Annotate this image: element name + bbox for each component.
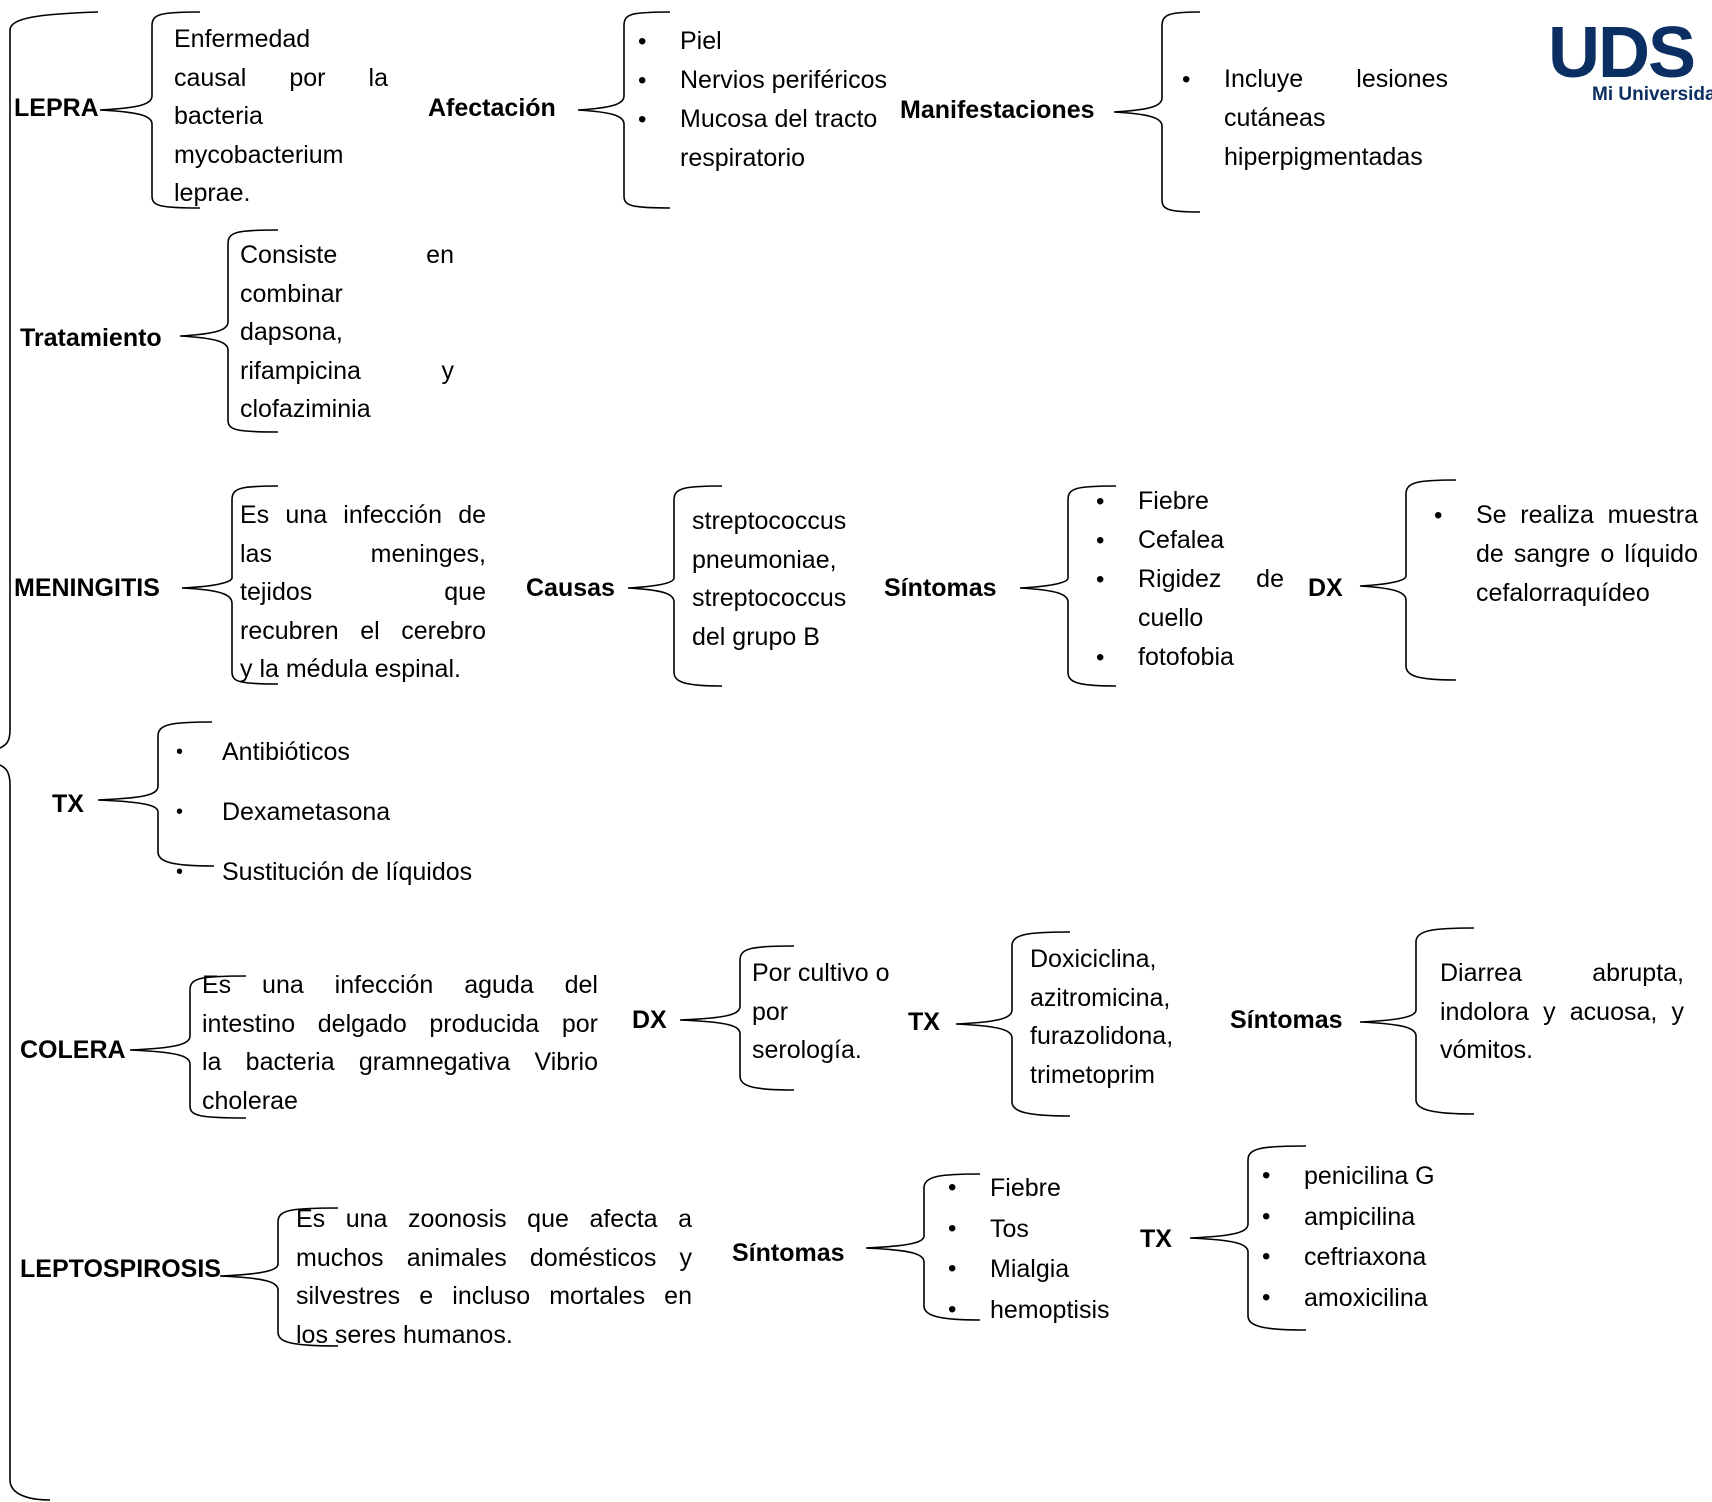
meningitis-definition: Es una infección de las meninges, tejido… xyxy=(240,496,486,689)
lepra-tratamiento-label: Tratamiento xyxy=(20,324,162,352)
meningitis-definition-line: y la médula espinal. xyxy=(240,655,461,683)
list-item: Fiebre xyxy=(1096,482,1284,521)
tratamiento-line: rifampicina y xyxy=(240,356,454,385)
colera-dx-text: Por cultivo o por serología. xyxy=(752,954,890,1070)
tratamiento-line: clofaziminia xyxy=(240,395,371,423)
list-item: Incluye lesiones cutáneas hiperpigmentad… xyxy=(1182,60,1448,177)
list-item: Mucosa del tracto respiratorio xyxy=(638,100,910,178)
tx-line: trimetoprim xyxy=(1030,1060,1156,1089)
meningitis-sintomas-label: Síntomas xyxy=(884,574,997,602)
main-bracket-bottom xyxy=(0,764,51,1501)
causas-line: streptococcus xyxy=(692,584,847,612)
lepra-definition-line: Enfermedad xyxy=(174,25,311,53)
lepra-tratamiento-text: Consiste en combinar dapsona, rifampicin… xyxy=(240,236,454,429)
list-item: Fiebre xyxy=(948,1168,1150,1209)
meningitis-definition-line: Es una infección de xyxy=(240,501,486,529)
leptospirosis-definition-line: muchos animales domésticos y xyxy=(296,1243,692,1272)
tratamiento-line: combinar xyxy=(240,279,343,308)
lepra-definition-line: mycobacterium xyxy=(174,140,344,169)
leptospirosis-tx-label: TX xyxy=(1140,1225,1172,1253)
list-item: amoxicilina xyxy=(1262,1278,1504,1319)
meningitis-definition-line: recubren el cerebro xyxy=(240,616,486,645)
lepra-afectacion-label: Afectación xyxy=(428,94,556,122)
leptospirosis-definition-line: Es una zoonosis que afecta a xyxy=(296,1205,692,1233)
dx-line: por xyxy=(752,997,789,1026)
meningitis-definition-line: tejidos que xyxy=(240,578,486,606)
list-item: Mialgia xyxy=(948,1249,1150,1290)
colera-definition-line: cholerae xyxy=(202,1086,298,1115)
sintomas-line: vómitos. xyxy=(1440,1036,1534,1064)
meningitis-tx-label: TX xyxy=(52,790,84,818)
logo-subtitle: Mi Universidad xyxy=(1592,84,1712,105)
meningitis-sintomas-list: Fiebre Cefalea Rigidez de cuello fotofob… xyxy=(1096,482,1284,677)
list-item: Cefalea xyxy=(1096,521,1284,560)
meningitis-definition-line: las meninges, xyxy=(240,539,486,568)
list-item: fotofobia xyxy=(1096,638,1284,677)
meningitis-dx-list: Se realiza muestra de sangre o líquido c… xyxy=(1434,496,1698,613)
colera-sintomas-label: Síntomas xyxy=(1230,1006,1343,1034)
dx-line: Por cultivo o xyxy=(752,959,890,987)
list-item: Nervios periféricos xyxy=(638,61,910,100)
list-item: hemoptisis xyxy=(948,1290,1150,1331)
tx-line: furazolidona, xyxy=(1030,1022,1174,1050)
causas-line: streptococcus xyxy=(692,507,847,535)
lepra-definition: Enfermedad causal por la bacteria mycoba… xyxy=(174,20,388,213)
list-item: Rigidez de cuello xyxy=(1096,560,1284,638)
colera-tx-label: TX xyxy=(908,1008,940,1036)
lepra-definition-line: bacteria xyxy=(174,102,263,130)
colera-sintomas-text: Diarrea abrupta, indolora y acuosa, y vó… xyxy=(1440,954,1684,1070)
causas-line: del grupo B xyxy=(692,622,820,651)
leptospirosis-tx-list: penicilina G ampicilina ceftriaxona amox… xyxy=(1262,1156,1504,1319)
list-item: Piel xyxy=(638,22,910,61)
list-item: Dexametasona xyxy=(176,782,522,842)
causas-line: pneumoniae, xyxy=(692,545,837,574)
list-item: ceftriaxona xyxy=(1262,1237,1504,1278)
uds-logo: UDS Mi Universidad xyxy=(1540,8,1712,118)
colera-tx-text: Doxiciclina, azitromicina, furazolidona,… xyxy=(1030,940,1173,1094)
colera-definition: Es una infección aguda del intestino del… xyxy=(202,966,598,1120)
lepra-manifestaciones-list: Incluye lesiones cutáneas hiperpigmentad… xyxy=(1182,60,1448,177)
list-item: penicilina G xyxy=(1262,1156,1504,1197)
leptospirosis-sintomas-list: Fiebre Tos Mialgia hemoptisis xyxy=(948,1168,1150,1331)
meningitis-causas-text: streptococcus pneumoniae, streptococcus … xyxy=(692,502,846,656)
leptospirosis-sintomas-label: Síntomas xyxy=(732,1239,845,1267)
lepra-manifestaciones-label: Manifestaciones xyxy=(900,96,1095,124)
list-item: Tos xyxy=(948,1209,1150,1250)
leptospirosis-definition-line: los seres humanos. xyxy=(296,1320,513,1349)
meningitis-tx-list: Antibióticos Dexametasona Sustitución de… xyxy=(176,722,522,902)
meningitis-dx-label: DX xyxy=(1308,574,1343,602)
lepra-title: LEPRA xyxy=(14,94,99,122)
dx-line: serología. xyxy=(752,1036,862,1064)
colera-definition-line: intestino delgado producida por xyxy=(202,1009,598,1038)
logo-mark: UDS xyxy=(1548,13,1696,93)
tx-line: Doxiciclina, xyxy=(1030,945,1157,973)
lepra-definition-line: causal por la xyxy=(174,63,388,92)
meningitis-title: MENINGITIS xyxy=(14,574,160,602)
sintomas-line: Diarrea abrupta, xyxy=(1440,959,1684,987)
sintomas-line: indolora y acuosa, y xyxy=(1440,997,1684,1026)
colera-definition-line: la bacteria gramnegativa Vibrio xyxy=(202,1048,598,1076)
tx-line: azitromicina, xyxy=(1030,983,1171,1012)
colera-definition-line: Es una infección aguda del xyxy=(202,971,598,999)
meningitis-causas-label: Causas xyxy=(526,574,615,602)
leptospirosis-title: LEPTOSPIROSIS xyxy=(20,1255,221,1283)
tratamiento-line: Consiste en xyxy=(240,241,454,269)
lepra-afectacion-list: Piel Nervios periféricos Mucosa del trac… xyxy=(638,22,910,178)
list-item: ampicilina xyxy=(1262,1197,1504,1238)
colera-title: COLERA xyxy=(20,1036,126,1064)
main-bracket-top xyxy=(0,11,99,749)
list-item: Antibióticos xyxy=(176,722,522,782)
leptospirosis-definition-line: silvestres e incluso mortales en xyxy=(296,1282,692,1310)
list-item: Sustitución de líquidos xyxy=(176,842,522,902)
list-item: Se realiza muestra de sangre o líquido c… xyxy=(1434,496,1698,613)
lepra-definition-line: leprae. xyxy=(174,179,251,207)
colera-dx-label: DX xyxy=(632,1006,667,1034)
tratamiento-line: dapsona, xyxy=(240,318,343,346)
leptospirosis-definition: Es una zoonosis que afecta a muchos anim… xyxy=(296,1200,692,1354)
